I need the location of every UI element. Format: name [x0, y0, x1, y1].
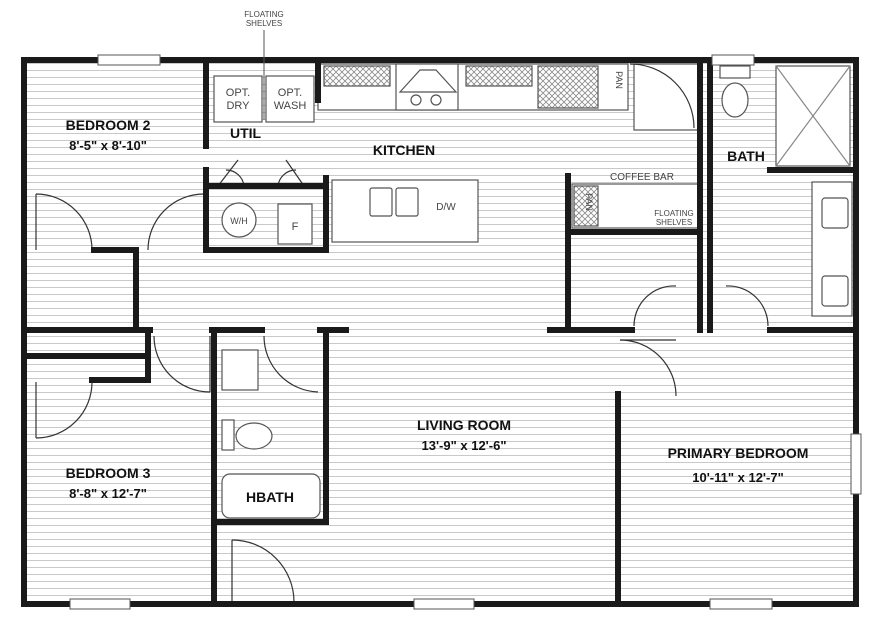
toilet-tank: [719, 65, 751, 79]
floating-shelves-bar-label: SHELVES: [656, 218, 692, 227]
window: [413, 598, 475, 610]
vanity-sink: [821, 275, 849, 307]
door-swing: [147, 193, 205, 251]
door-swing: [629, 63, 695, 129]
hbath-toilet-bowl: [235, 422, 273, 450]
dryer: [213, 75, 263, 123]
opt-wash-label: WASH: [274, 100, 307, 112]
toilet-bowl: [721, 82, 749, 118]
floor-area: [26, 62, 854, 603]
window: [69, 598, 131, 610]
door-swing: [231, 539, 295, 603]
window: [97, 54, 161, 66]
cabinet-hatch-2: [465, 65, 533, 87]
coffee-bar-pantry-hatch: [573, 185, 599, 227]
door-swing: [153, 335, 211, 393]
hbath-toilet-tank: [221, 419, 235, 451]
refrigerator: [633, 63, 701, 131]
furnace-label: F: [292, 221, 299, 233]
cabinet-hatch-1: [323, 65, 391, 87]
bath-label: BATH: [727, 148, 765, 164]
walls: [21, 57, 859, 607]
pan-bar-label: PAN: [584, 193, 594, 211]
door-swing: [725, 285, 769, 327]
pantry-hatch: [537, 65, 599, 109]
door-swing: [35, 381, 93, 439]
bedroom3-name: BEDROOM 3: [66, 465, 151, 481]
opt-wash-label: OPT.: [278, 87, 302, 99]
burner: [430, 94, 442, 106]
floating-shelves-label: FLOATING: [244, 10, 283, 19]
floating-shelves-label: SHELVES: [246, 19, 282, 28]
sink-basin: [395, 187, 419, 217]
door-swing: [217, 159, 305, 187]
washer: [265, 75, 315, 123]
range-hood: [398, 69, 458, 93]
door-swing: [263, 335, 319, 393]
bedroom2-name: BEDROOM 2: [66, 117, 151, 133]
primary-bedroom-name: PRIMARY BEDROOM: [668, 445, 809, 461]
living-room-dims: 13'-9" x 12'-6": [421, 438, 506, 453]
bathtub: [221, 473, 321, 519]
opt-dry-label: DRY: [226, 100, 250, 112]
dishwasher-label: D/W: [436, 202, 456, 213]
window: [850, 433, 862, 495]
util-label: UTIL: [230, 125, 262, 141]
sink-basin: [369, 187, 393, 217]
furnace: [277, 203, 313, 245]
bedroom3-dims: 8'-8" x 12'-7": [69, 486, 147, 501]
burner: [410, 94, 422, 106]
living-room-name: LIVING ROOM: [417, 417, 511, 433]
door-swing: [633, 285, 677, 327]
fixtures: [213, 63, 853, 519]
doors: [35, 63, 769, 603]
bedroom2-dims: 8'-5" x 8'-10": [69, 138, 147, 153]
floating-shelves-bar-label: FLOATING: [654, 209, 693, 218]
door-swing: [619, 339, 677, 397]
primary-bedroom-dims: 10'-11" x 12'-7": [692, 470, 784, 485]
hbath-label: HBATH: [246, 489, 294, 505]
opt-dry-label: OPT.: [226, 87, 250, 99]
door-swing: [35, 193, 93, 251]
hbath-sink: [221, 349, 259, 391]
window: [711, 54, 755, 66]
pan-kitchen-label: PAN: [614, 71, 624, 89]
wh-label: W/H: [230, 216, 248, 226]
kitchen-label: KITCHEN: [373, 142, 435, 158]
water-heater: [221, 202, 257, 238]
windows: [69, 54, 862, 610]
vanity-sink: [821, 197, 849, 229]
coffee-bar-label: COFFEE BAR: [610, 172, 674, 183]
window: [709, 598, 773, 610]
shower-drain-line: [775, 65, 851, 167]
